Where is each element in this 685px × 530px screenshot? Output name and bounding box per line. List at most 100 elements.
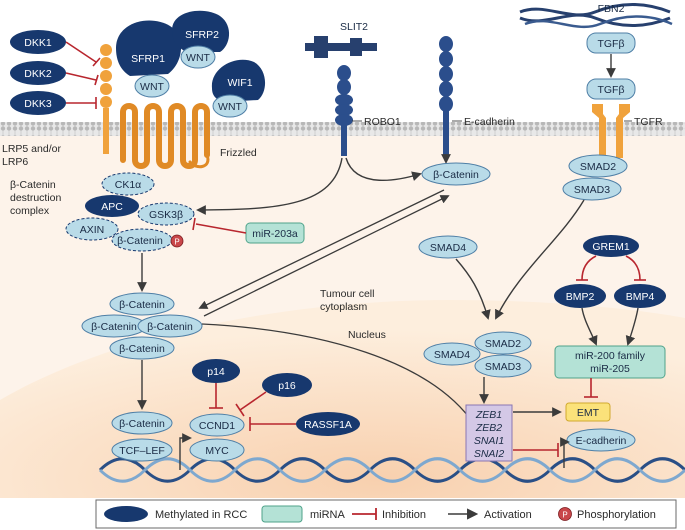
bcatenin-pool-left: β-Catenin [81, 314, 147, 338]
complex-label-line2: destruction [10, 192, 62, 204]
p16-node: p16 [262, 373, 312, 397]
legend-inhibition-label: Inhibition [382, 509, 426, 521]
zeb-snai-block: ZEB1 ZEB2 SNAI1 SNAI2 [465, 404, 513, 462]
apc-label: APC [101, 201, 123, 213]
dkk2-node: DKK2 [10, 61, 66, 85]
legend-methylated-label: Methylated in RCC [155, 509, 247, 521]
cytoplasm-label-line1: Tumour cell [320, 288, 374, 300]
axin-node: AXIN [65, 217, 119, 241]
emt-node: EMT [565, 402, 611, 422]
ecadherin-gene-node: E-cadherin [566, 428, 636, 452]
tcf-lef-label: TCF–LEF [119, 445, 165, 457]
smad4-nuc-node: SMAD4 [423, 342, 481, 366]
legend-phosphorylation-symbol: P [562, 511, 567, 520]
mir203a-inhibition [192, 217, 247, 234]
apc-node: APC [85, 195, 139, 217]
robo1-label: ROBO1 [364, 116, 401, 128]
tgfb-node-1: TGFβ [586, 32, 636, 54]
smad2-nuc-label: SMAD2 [485, 338, 521, 350]
p16-inhibition [235, 391, 267, 417]
nucleus-label: Nucleus [348, 329, 386, 341]
bcatenin-to-zeb-arrow [201, 323, 476, 426]
myc-label: MYC [205, 445, 229, 457]
phosphorylation-marker: P [170, 234, 184, 248]
robo1-to-complex-arrow [196, 157, 343, 215]
robo1-receptor [335, 65, 353, 156]
tcf-lef-node: TCF–LEF [111, 438, 173, 462]
gsk3b-label: GSK3β [149, 209, 183, 221]
smad3-cyto-node: SMAD3 [562, 177, 622, 201]
wnt-label-3: WNT [218, 101, 242, 113]
bcatenin-nuc-node: β-Catenin [111, 411, 173, 435]
wnt-node-3: WNT [212, 94, 248, 118]
dkk3-label: DKK3 [24, 98, 52, 110]
snai2-label: SNAI2 [474, 448, 505, 460]
mir203a-node: miR-203a [245, 222, 305, 244]
bcatenin-nuc-label: β-Catenin [119, 418, 165, 430]
grem1-inhibition-lines [576, 255, 646, 281]
grem1-label: GREM1 [592, 241, 630, 253]
bcatenin-pool-bottom-label: β-Catenin [119, 343, 165, 355]
bcatenin-pool-top-label: β-Catenin [119, 299, 165, 311]
emt-label: EMT [577, 407, 600, 419]
zeb1-label: ZEB1 [475, 409, 502, 421]
snai1-label: SNAI1 [474, 435, 504, 447]
bmp4-to-mir200-arrow [625, 307, 639, 346]
robo1-to-bcatenin-arrow [345, 157, 422, 181]
smad3-nuc-label: SMAD3 [485, 361, 521, 373]
bmp4-label: BMP4 [626, 291, 655, 303]
legend-activation-label: Activation [484, 509, 532, 521]
bcatenin-pool-left-label: β-Catenin [91, 321, 137, 333]
slit2-label: SLIT2 [340, 21, 368, 33]
bcatenin-pool-bottom: β-Catenin [109, 336, 175, 360]
mir200-label-line2: miR-205 [590, 363, 630, 375]
tgfb-node-2: TGFβ [586, 78, 636, 100]
ck1a-label: CK1α [115, 179, 142, 191]
mir200-node: miR-200 family miR-205 [554, 345, 666, 379]
frizzled-receptor [120, 103, 210, 169]
bcatenin-pool-right-label: β-Catenin [147, 321, 193, 333]
wnt-label-2: WNT [186, 52, 210, 64]
legend-methylated-swatch [104, 506, 148, 522]
bcatenin-shuttle-arrow-2 [203, 195, 450, 317]
smad4-cyto-node: SMAD4 [418, 235, 478, 259]
wif1-node: WIF1 [211, 59, 266, 102]
dkk1-label: DKK1 [24, 37, 52, 49]
ccnd1-label: CCND1 [199, 420, 235, 432]
smad23-to-nucleus-arrow [495, 199, 585, 320]
myc-node: MYC [189, 438, 245, 462]
lrp-label-line1: LRP5 and/or [2, 143, 61, 155]
bmp2-label: BMP2 [566, 291, 595, 303]
cytoplasm-label-line2: cytoplasm [320, 301, 368, 313]
smad4-cyto-label: SMAD4 [430, 242, 466, 254]
rassf1a-node: RASSF1A [296, 412, 360, 436]
bcatenin-complex-label: β-Catenin [117, 235, 163, 247]
sfrp1-label: SFRP1 [131, 53, 165, 65]
axin-label: AXIN [80, 224, 105, 236]
bmp2-node: BMP2 [554, 284, 606, 308]
tgfr-receptor [592, 104, 630, 158]
frizzled-label: Frizzled [220, 147, 257, 159]
mir200-label-line1: miR-200 family [575, 350, 646, 362]
dkk1-node: DKK1 [10, 30, 66, 54]
tcf-to-targets-arrow [179, 433, 192, 470]
tgfr-label: TGFR [634, 116, 663, 128]
bcatenin-pool-right: β-Catenin [137, 314, 203, 338]
bcatenin-complex-node: β-Catenin [111, 228, 173, 252]
smad2-cyto-node: SMAD2 [568, 154, 628, 178]
slit2-node [305, 36, 377, 58]
tgfb-label-1: TGFβ [597, 38, 624, 50]
gsk3b-node: GSK3β [137, 202, 195, 226]
ck1a-node: CK1α [101, 172, 155, 196]
mir203a-label: miR-203a [252, 228, 298, 240]
p14-label: p14 [207, 366, 225, 378]
fbn2-fibril [519, 3, 673, 29]
mir200-inhibition [584, 378, 598, 398]
sfrp1-node: SFRP1 [116, 20, 182, 77]
bcatenin-cyto-node: β-Catenin [421, 162, 491, 186]
bcatenin-shuttle-arrow-1 [198, 189, 445, 309]
rassf1a-inhibition [249, 417, 296, 431]
dna-helix [98, 457, 685, 483]
bcatenin-pool-top: β-Catenin [109, 292, 175, 316]
